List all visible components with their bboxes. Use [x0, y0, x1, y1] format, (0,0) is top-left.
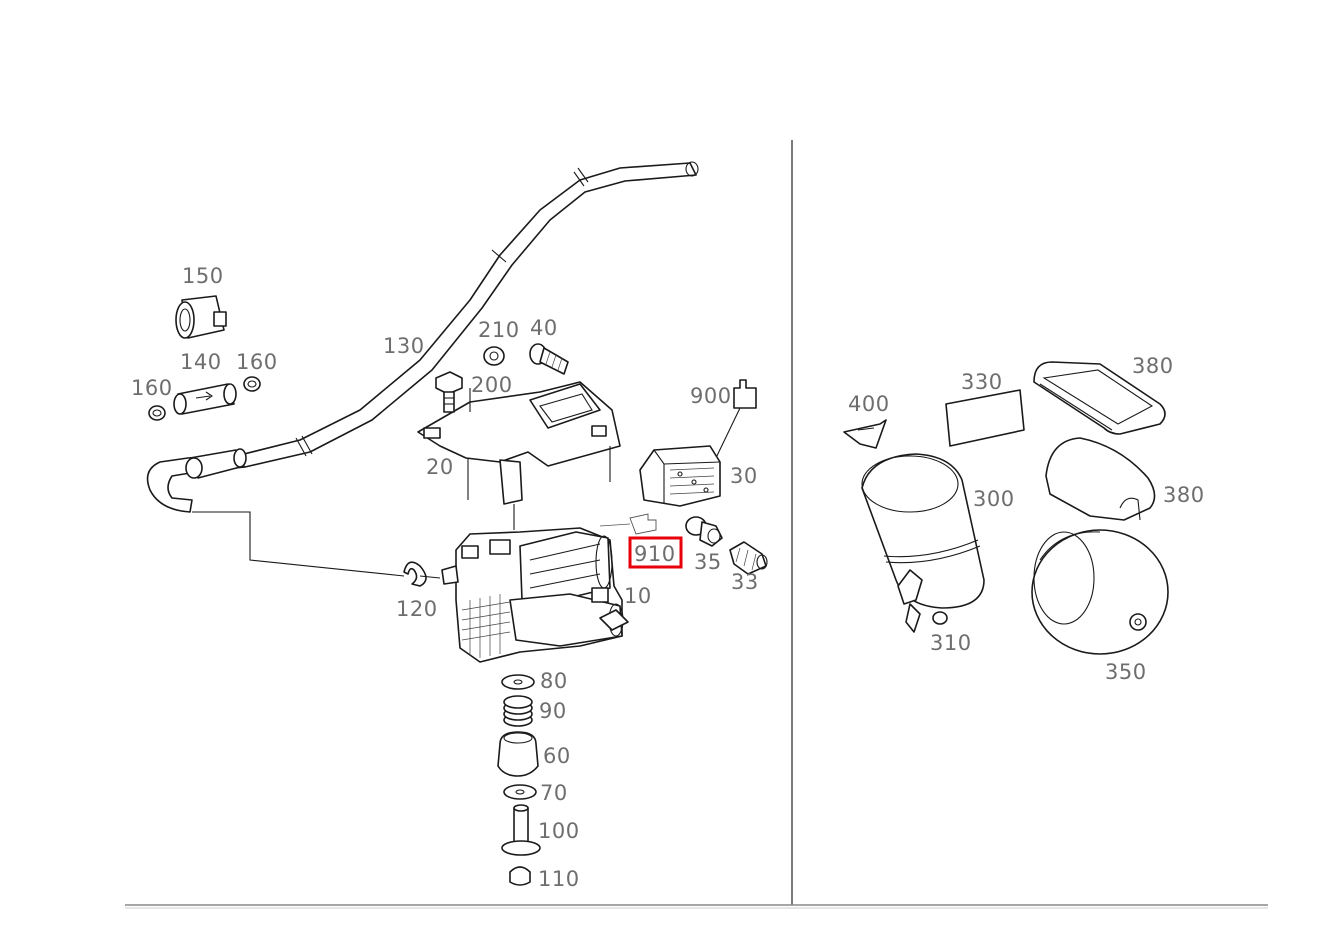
- part-910-outline[interactable]: [599, 513, 657, 535]
- leader-hose-clip: [192, 511, 405, 577]
- spring-90[interactable]: [503, 695, 533, 727]
- nut-210[interactable]: [483, 346, 505, 366]
- label-140: 140: [180, 350, 222, 374]
- label-20: 20: [426, 455, 454, 479]
- fitting-33[interactable]: [729, 541, 768, 575]
- filter-140[interactable]: [173, 383, 237, 415]
- reservoir-300[interactable]: [861, 453, 985, 609]
- washer-70[interactable]: [503, 784, 537, 800]
- label-130: 130: [383, 334, 425, 358]
- compressor-10[interactable]: [441, 527, 629, 663]
- connector-900[interactable]: [713, 379, 757, 463]
- pad-330[interactable]: [945, 389, 1025, 447]
- valve-block-30[interactable]: [639, 445, 721, 507]
- label-380-top: 380: [1132, 354, 1174, 378]
- reservoir-350[interactable]: [1031, 529, 1169, 655]
- clamp-160-right[interactable]: [243, 376, 261, 392]
- bushing-60[interactable]: [497, 731, 539, 777]
- label-300: 300: [973, 487, 1015, 511]
- washer-80[interactable]: [501, 674, 535, 690]
- cover-380-lower[interactable]: [1045, 437, 1156, 521]
- label-330: 330: [961, 370, 1003, 394]
- label-160-right: 160: [236, 350, 278, 374]
- grommet-110[interactable]: [509, 866, 531, 886]
- filter-150[interactable]: [175, 295, 227, 339]
- hose-130[interactable]: [146, 161, 699, 513]
- label-60: 60: [543, 744, 571, 768]
- label-400: 400: [848, 392, 890, 416]
- plug-35[interactable]: [685, 516, 723, 547]
- label-210: 210: [478, 318, 520, 342]
- hose-filter: [185, 448, 247, 479]
- bolt-200[interactable]: [435, 371, 463, 413]
- label-160-left: 160: [131, 376, 173, 400]
- label-70: 70: [540, 781, 568, 805]
- label-350: 350: [1105, 660, 1147, 684]
- label-200: 200: [471, 373, 513, 397]
- clamp-160-left[interactable]: [148, 405, 166, 421]
- clip-120[interactable]: [403, 561, 441, 587]
- label-150: 150: [182, 264, 224, 288]
- label-380-lower: 380: [1163, 483, 1205, 507]
- bolt-40[interactable]: [529, 343, 569, 375]
- label-35: 35: [694, 550, 722, 574]
- bracket-20[interactable]: [417, 381, 621, 530]
- label-80: 80: [540, 669, 568, 693]
- pin-100[interactable]: [501, 804, 541, 856]
- highlight-910-box: [628, 536, 683, 569]
- label-100: 100: [538, 819, 580, 843]
- label-120: 120: [396, 597, 438, 621]
- label-310: 310: [930, 631, 972, 655]
- label-10: 10: [624, 584, 652, 608]
- label-900: 900: [690, 384, 732, 408]
- bracket-400[interactable]: [843, 419, 887, 449]
- label-33: 33: [731, 570, 759, 594]
- valve-310[interactable]: [897, 569, 948, 633]
- label-910[interactable]: 910: [634, 542, 676, 566]
- label-40: 40: [530, 316, 558, 340]
- label-30: 30: [730, 464, 758, 488]
- cover-380-top[interactable]: [1033, 361, 1166, 435]
- label-90: 90: [539, 699, 567, 723]
- label-110: 110: [538, 867, 580, 891]
